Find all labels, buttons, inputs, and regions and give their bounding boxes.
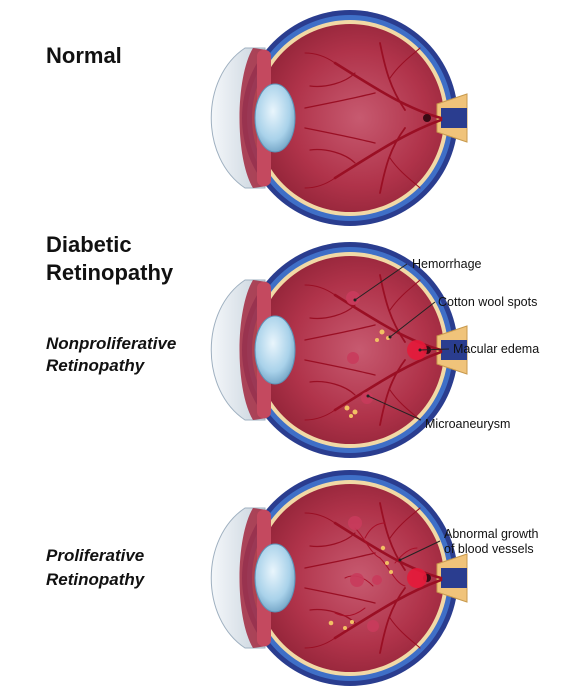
label-abnormal-growth-line1: Abnormal growth xyxy=(444,527,539,541)
label-macular-edema: Macular edema xyxy=(453,342,540,356)
microaneurysm-spots xyxy=(344,405,358,418)
label-microaneurysm: Microaneurysm xyxy=(425,417,511,431)
label-abnormal-growth-line2: of blood vessels xyxy=(444,542,534,556)
label-hemorrhage: Hemorrhage xyxy=(412,257,482,271)
label-cotton-wool-spots: Cotton wool spots xyxy=(438,295,538,309)
title-nonproliferative-line2: Retinopathy xyxy=(46,356,145,375)
eye-proliferative-diagram xyxy=(209,468,469,688)
hemorrhage-spots-prolif xyxy=(348,516,382,632)
title-diabetic-line2: Retinopathy xyxy=(46,260,174,285)
hemorrhage-spots xyxy=(346,291,373,404)
title-nonproliferative-line1: Nonproliferative xyxy=(46,334,177,353)
title-proliferative-line2: Retinopathy xyxy=(46,570,145,589)
macular-edema-spot xyxy=(407,340,427,360)
exudate-spots xyxy=(328,545,393,630)
macular-edema-spot-prolif xyxy=(407,568,427,588)
eye-nonproliferative-diagram xyxy=(209,240,469,460)
title-normal: Normal xyxy=(46,43,122,68)
title-diabetic-line1: Diabetic xyxy=(46,232,132,257)
title-proliferative-line1: Proliferative xyxy=(46,546,145,565)
